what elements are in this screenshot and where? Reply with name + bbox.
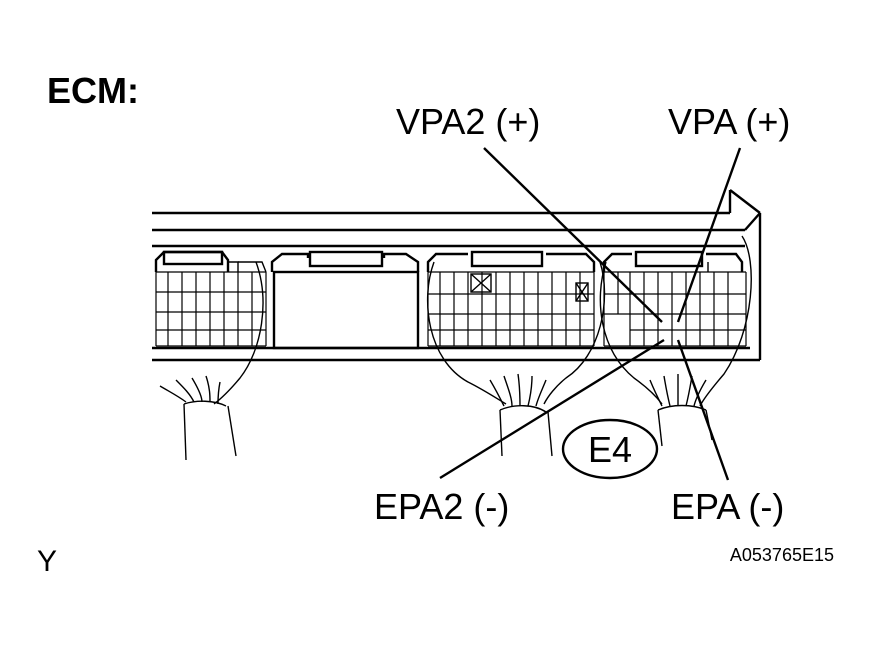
leader-line-vpa <box>676 147 742 323</box>
label-epa2: EPA2 (-) <box>374 486 509 527</box>
connector-left <box>154 250 267 347</box>
leader-lines <box>439 147 742 481</box>
corner-mark: Y <box>37 545 57 578</box>
figure-id: A053765E15 <box>730 545 834 565</box>
leader-line-epa <box>676 339 730 481</box>
label-epa: EPA (-) <box>671 486 784 527</box>
empty-pin-x-mark <box>575 282 589 302</box>
leader-line-vpa2 <box>483 147 663 323</box>
wire-harness-middle <box>426 261 606 457</box>
diagram-title: ECM: <box>47 70 139 111</box>
label-vpa: VPA (+) <box>668 101 790 142</box>
ecm-housing <box>152 189 762 362</box>
wire-harness-left <box>159 261 264 461</box>
connector-e4 <box>602 250 747 347</box>
connector-middle <box>270 250 420 350</box>
connector-third <box>426 250 596 347</box>
label-vpa2: VPA2 (+) <box>396 101 540 142</box>
leader-line-epa2 <box>439 338 665 480</box>
connector-code: E4 <box>588 429 632 470</box>
wire-harness-right <box>599 235 752 447</box>
connector-code-oval <box>561 418 659 480</box>
empty-pin-x-mark <box>470 273 492 293</box>
